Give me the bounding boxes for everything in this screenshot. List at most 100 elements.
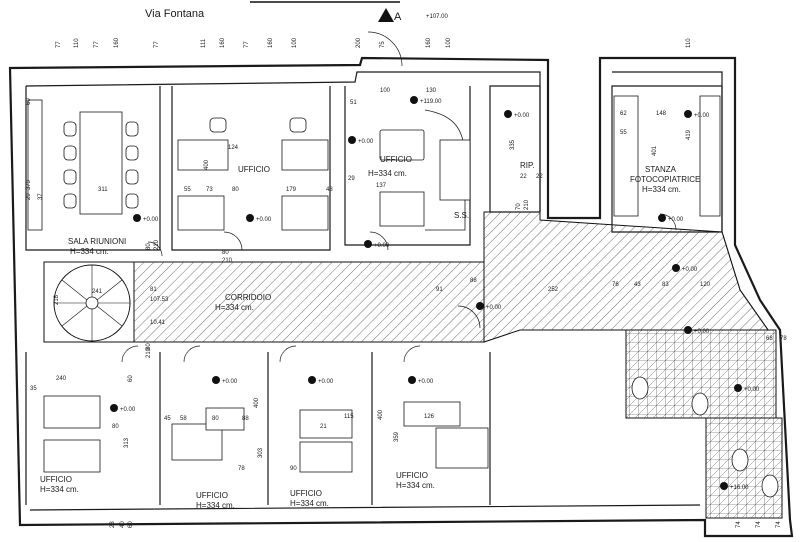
dimension-label: 210 xyxy=(524,199,530,210)
level-marker-icon xyxy=(658,214,666,222)
dimension-label: 160 xyxy=(220,37,226,48)
level-u2: +0.00 xyxy=(358,139,374,145)
dimension-label: 37 xyxy=(38,193,44,200)
dimension-label: 401 xyxy=(652,145,658,156)
level-b3: +0.00 xyxy=(318,379,334,385)
sala-height: H=334 cm. xyxy=(70,247,109,256)
foto-counter xyxy=(699,95,721,217)
dimension-label: 22 xyxy=(520,174,527,180)
dimension-label: 83 xyxy=(662,282,669,288)
foto-label-1: STANZA xyxy=(645,165,677,174)
door-arcs xyxy=(121,31,677,363)
dimension-label: 115 xyxy=(344,414,354,420)
b4-label: UFFICIO xyxy=(396,471,428,480)
dimension-label: 137 xyxy=(376,183,387,189)
dimension-label: 359 xyxy=(394,431,400,442)
dimension-label: 160 xyxy=(426,37,432,48)
level-corr-right: +0.00 xyxy=(682,267,698,273)
dimension-label: 400 xyxy=(378,409,384,420)
level-marker-icon xyxy=(476,302,484,310)
level-wc-bottom: +16.00 xyxy=(730,485,749,491)
dimension-label: 81 xyxy=(150,287,157,293)
dimension-label: 76 xyxy=(612,282,619,288)
dimension-label: 379 xyxy=(26,179,32,190)
level-b2: +0.00 xyxy=(222,379,238,385)
level-entrance: +119.00 xyxy=(420,99,442,105)
level-markers: +119.00 +0.00 +0.00 +0.00 +0.00 +0.00 +0… xyxy=(110,96,760,491)
u2-label: UFFICIO xyxy=(380,155,412,164)
section-marker: A xyxy=(394,11,402,23)
level-marker-icon xyxy=(504,110,512,118)
dimension-label: 210 xyxy=(154,239,160,250)
dimension-label: 80 xyxy=(146,343,152,350)
dimension-label: 88 xyxy=(242,416,249,422)
dimension-label: 303 xyxy=(258,447,264,458)
u1-label: UFFICIO xyxy=(238,165,270,174)
dimension-label: 77 xyxy=(94,41,100,48)
dimension-label: 179 xyxy=(286,187,297,193)
dimension-label: 210 xyxy=(146,347,152,358)
dimension-label: 10.41 xyxy=(150,320,166,326)
level-corr-center: +0.00 xyxy=(486,305,502,311)
dimension-label: 210 xyxy=(222,258,233,264)
dimension-label: 130 xyxy=(426,88,437,94)
dimension-label: 148 xyxy=(656,111,667,117)
foto-machines xyxy=(613,95,639,217)
rip-label: RIP. xyxy=(520,161,535,170)
b4-height: H=334 cm. xyxy=(396,481,435,490)
foto-height: H=334 cm. xyxy=(642,185,681,194)
b2-desks xyxy=(171,407,245,461)
bl-desks xyxy=(43,395,101,473)
dimension-label: 60 xyxy=(128,375,134,382)
dimension-label: 88 xyxy=(470,278,477,284)
dimension-label: 23 xyxy=(110,521,116,528)
corridor-hatch-right xyxy=(483,211,769,343)
dimension-label: 111 xyxy=(201,38,207,48)
dimension-label: 73 xyxy=(206,187,213,193)
b3-desks xyxy=(299,409,353,473)
dimension-label: 48 xyxy=(326,187,333,193)
sala-walls xyxy=(25,86,161,251)
dimension-label: 75 xyxy=(380,41,386,48)
u1-walls xyxy=(171,86,331,251)
level-foto-top: +0.00 xyxy=(694,113,710,119)
level-sala: +0.00 xyxy=(143,217,159,223)
dimension-label: 218 xyxy=(54,294,60,305)
bl-height: H=334 cm. xyxy=(40,485,79,494)
bl-label: UFFICIO xyxy=(40,475,72,484)
street-label: Via Fontana xyxy=(145,8,205,20)
dimension-label: 45 xyxy=(164,416,171,422)
u1-desks xyxy=(177,117,329,231)
sala-chairs xyxy=(63,121,139,209)
dimension-label: 100 xyxy=(380,88,391,94)
top-level-label: +107.00 xyxy=(426,14,449,20)
b2-label: UFFICIO xyxy=(196,491,228,500)
dimension-label: 335 xyxy=(510,139,516,150)
level-marker-icon xyxy=(246,214,254,222)
dimension-label: 400 xyxy=(254,397,260,408)
wc-tiles-bottom xyxy=(705,417,783,519)
dimension-label: 78 xyxy=(780,336,787,342)
b3-label: UFFICIO xyxy=(290,489,322,498)
dimension-label: 77 xyxy=(56,41,62,48)
dimension-label: 74 xyxy=(736,521,742,528)
corridor-label: CORRIDOIO xyxy=(225,293,271,302)
dimension-label: 160 xyxy=(114,37,120,48)
rip-walls xyxy=(489,85,541,213)
b3-height: H=334 cm. xyxy=(290,499,329,508)
level-marker-icon xyxy=(364,240,372,248)
dimension-label: 77 xyxy=(244,41,250,48)
dimension-label: 110 xyxy=(686,38,692,48)
wc-tiles xyxy=(625,329,777,419)
dimension-label: 419 xyxy=(686,129,692,140)
level-marker-icon xyxy=(410,96,418,104)
level-marker-icon xyxy=(734,384,742,392)
bottom-walls xyxy=(25,352,491,505)
dimension-label: 90 xyxy=(290,466,297,472)
ss-label: S.S. xyxy=(454,211,469,220)
dimension-label: 80 xyxy=(146,243,152,250)
dimension-label: 91 xyxy=(436,287,443,293)
dimension-label: 68 xyxy=(766,336,773,342)
dimension-label: 60 xyxy=(26,98,32,105)
